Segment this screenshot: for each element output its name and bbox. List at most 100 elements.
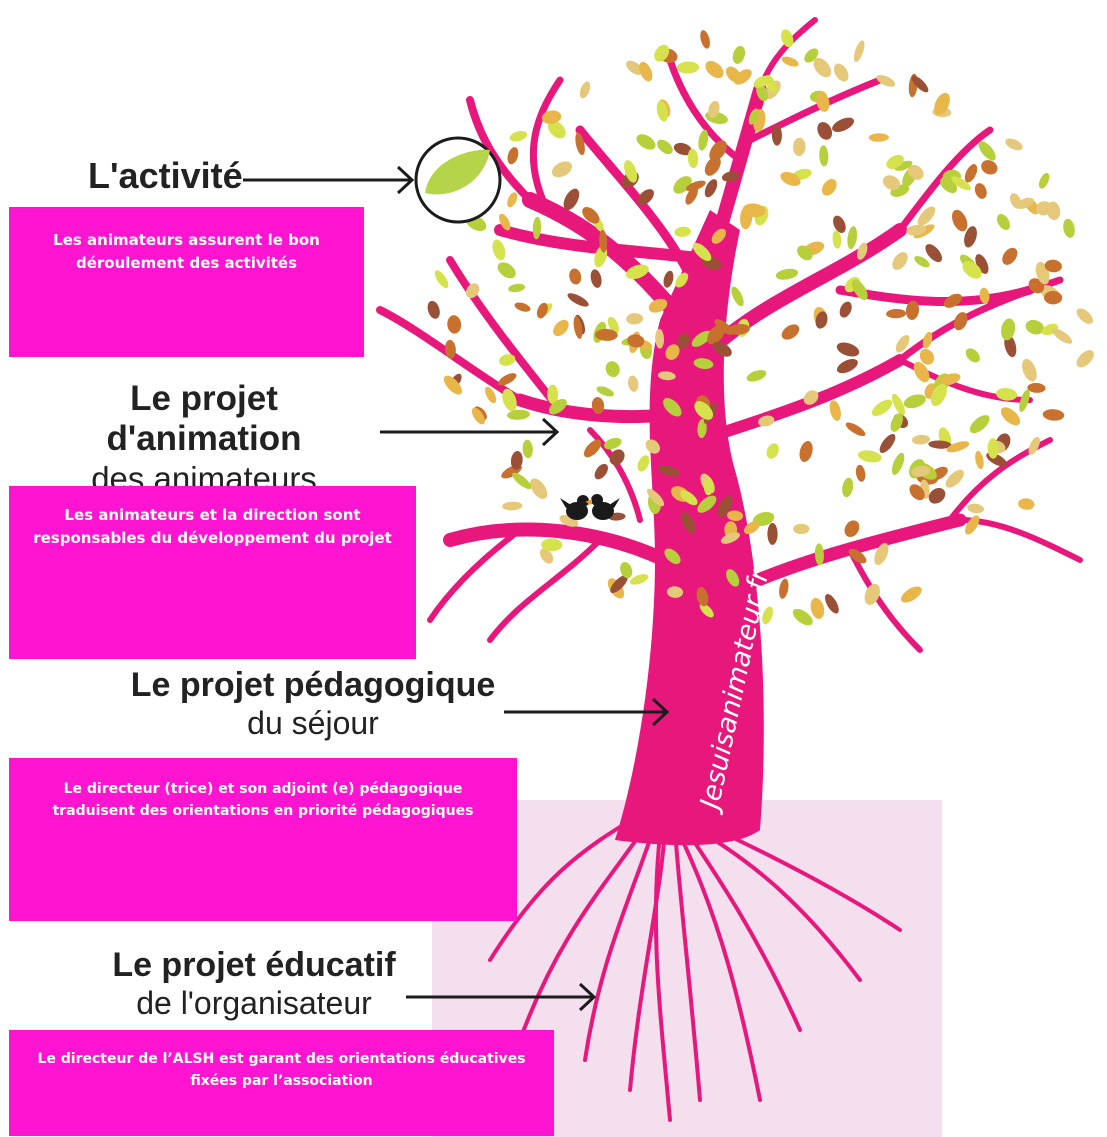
leaf (746, 370, 767, 382)
leaf (903, 394, 926, 409)
leaf (1009, 193, 1022, 209)
leaf (917, 206, 936, 226)
leaf (595, 328, 618, 341)
leaf (603, 437, 622, 450)
leaf (628, 375, 639, 392)
leaf (758, 415, 775, 427)
branch (957, 517, 1083, 563)
leaf (693, 358, 714, 370)
leaf (717, 495, 733, 517)
level-description-activite: Les animateurs assurent le bon dérouleme… (9, 207, 364, 357)
leaf (797, 245, 813, 261)
leaf (599, 229, 608, 253)
leaf (590, 269, 602, 288)
leaf (911, 465, 931, 477)
leaf (434, 270, 449, 289)
branch (529, 76, 564, 209)
leaf (962, 261, 982, 279)
leaf (890, 413, 904, 432)
leaf-icon (425, 149, 490, 195)
leaf (629, 574, 649, 585)
leaf (502, 501, 523, 511)
leaf (676, 61, 700, 74)
leaf (696, 587, 709, 607)
level-description-projet-pedagogique: Le directeur (trice) et son adjoint (e) … (9, 758, 517, 921)
leaf (677, 332, 690, 349)
leaf (548, 398, 567, 415)
level-description: Les animateurs assurent le bon dérouleme… (53, 231, 320, 272)
leaf (964, 164, 978, 183)
leaf (882, 175, 901, 191)
leaf (943, 293, 963, 308)
leaf (740, 205, 753, 230)
leaf (726, 510, 744, 521)
leaf (909, 484, 925, 501)
leaf (886, 308, 907, 319)
leaf (512, 472, 532, 490)
leaf (987, 438, 999, 459)
leaf (567, 293, 589, 307)
leaf (596, 386, 614, 397)
leaf (905, 300, 920, 320)
leaf (703, 477, 714, 496)
leaf (1038, 172, 1050, 189)
leaf (711, 228, 726, 244)
leaf (563, 188, 580, 211)
leaf (1001, 318, 1016, 341)
leaf (539, 548, 554, 564)
leaf (855, 464, 866, 482)
leaf (919, 348, 934, 365)
leaf (934, 92, 950, 115)
leaf (1042, 409, 1065, 421)
leaf (743, 521, 760, 535)
branch (487, 537, 603, 643)
leaf (901, 586, 922, 603)
leaf (864, 583, 881, 605)
leaf (839, 301, 852, 318)
level-description: Le directeur (trice) et son adjoint (e) … (52, 781, 474, 820)
leaf (928, 488, 946, 504)
leaf (911, 75, 929, 93)
leaf (1028, 278, 1045, 294)
level-description-projet-animation: Les animateurs et la direction sont resp… (9, 486, 416, 659)
leaf (928, 440, 952, 449)
leaf (1025, 319, 1044, 335)
leaf (624, 160, 638, 183)
leaf (665, 344, 680, 360)
leaf (656, 100, 669, 122)
tree-leaves (427, 29, 1094, 626)
leaf (514, 302, 531, 312)
leaf (536, 302, 548, 319)
leaf (996, 388, 1018, 401)
leaf (844, 520, 860, 538)
leaf (607, 316, 620, 334)
leaf (508, 283, 526, 293)
leaf (569, 268, 582, 285)
leaf (853, 40, 865, 62)
leaf (819, 145, 829, 167)
leaf (997, 214, 1010, 230)
leaf (704, 179, 718, 198)
leaf (836, 358, 858, 374)
branch (694, 354, 906, 446)
leaf (894, 160, 913, 171)
leaf (645, 439, 661, 454)
level-title: Le projet pédagogique (130, 666, 496, 704)
leaf (907, 164, 924, 180)
leaf (814, 543, 824, 566)
leaf (804, 48, 819, 63)
leaf (697, 495, 717, 513)
leaf (974, 183, 987, 199)
leaf (1035, 201, 1053, 216)
bird-icon (585, 494, 620, 520)
leaf (810, 597, 825, 619)
leaf (471, 407, 485, 425)
leaf (836, 342, 860, 357)
leaf (685, 186, 698, 205)
leaf (1019, 389, 1030, 412)
branch (847, 547, 923, 653)
leaf (731, 286, 744, 307)
leaf (1044, 259, 1062, 273)
branch (446, 256, 564, 414)
branch (728, 513, 967, 597)
